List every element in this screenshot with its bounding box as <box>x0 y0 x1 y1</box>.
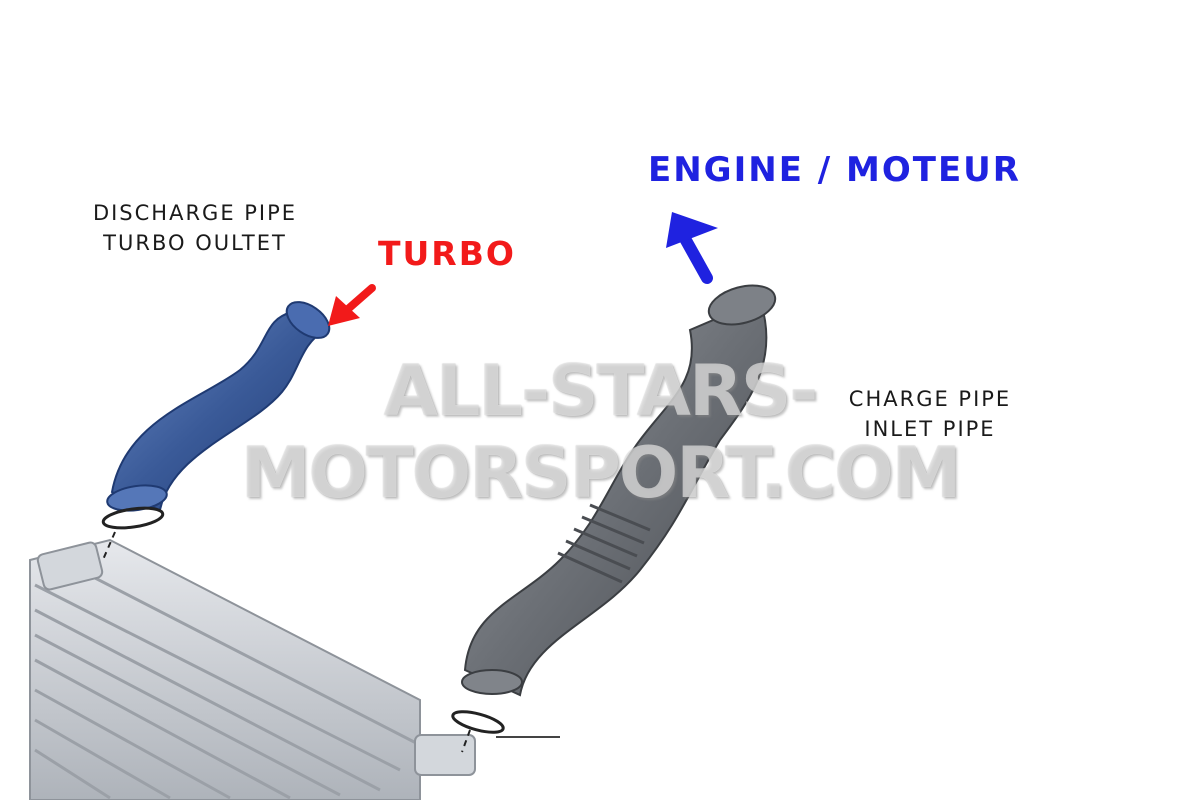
intercooler <box>29 538 476 800</box>
turbo-label: TURBO <box>378 234 516 273</box>
charge-pipe-label: CHARGE PIPE INLET PIPE <box>810 384 1050 444</box>
watermark: ALL-STARS-MOTORSPORT.COM <box>240 350 962 514</box>
discharge-label-line2: TURBO OULTET <box>103 231 287 255</box>
discharge-pipe <box>101 301 331 563</box>
charge-label-line1: CHARGE PIPE <box>848 387 1012 411</box>
charge-pipe <box>451 284 777 753</box>
red-arrow-icon <box>328 284 376 326</box>
discharge-label-line1: DISCHARGE PIPE <box>92 201 298 225</box>
charge-label-line2: INLET PIPE <box>864 417 996 441</box>
discharge-pipe-label: DISCHARGE PIPE TURBO OULTET <box>60 198 330 258</box>
engine-label: ENGINE / MOTEUR <box>648 150 1021 190</box>
blue-arrow-icon <box>666 212 718 284</box>
